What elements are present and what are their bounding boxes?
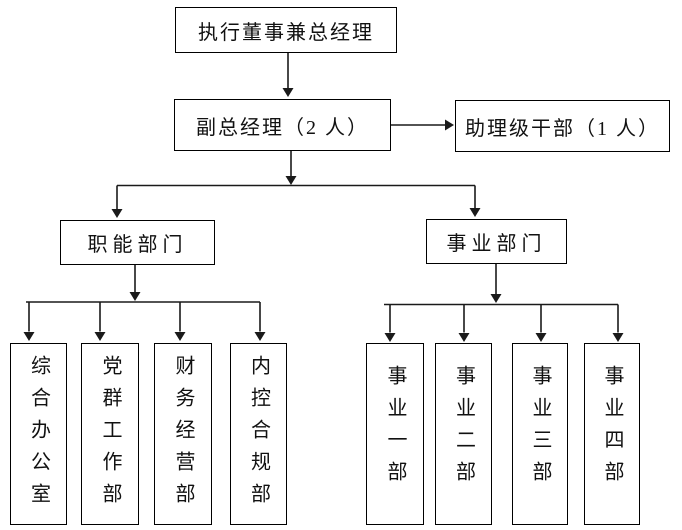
node-executive-director-gm-label: 执行董事兼总经理 <box>198 21 374 44</box>
node-assistant-level-cadre-label: 助理级干部（1 人） <box>465 117 660 140</box>
node-business-division-2-label: 事业二部 <box>452 365 475 493</box>
node-business-division-1: 事业一部 <box>366 343 424 525</box>
node-general-office-label: 综合办公室 <box>27 355 50 515</box>
node-party-mass-work-dept-label: 党群工作部 <box>99 355 121 515</box>
node-general-office: 综合办公室 <box>10 343 67 525</box>
node-executive-director-gm: 执行董事兼总经理 <box>175 7 397 53</box>
node-business-division-3-label: 事业三部 <box>529 365 551 493</box>
node-business-departments: 事业部门 <box>426 219 567 264</box>
node-assistant-level-cadre: 助理级干部（1 人） <box>455 100 670 152</box>
node-business-departments-label: 事业部门 <box>446 233 547 255</box>
node-internal-control-compliance-dept: 内控合规部 <box>230 343 287 525</box>
node-party-mass-work-dept: 党群工作部 <box>81 343 139 525</box>
node-business-division-4: 事业四部 <box>584 343 640 525</box>
node-functional-departments: 职能部门 <box>60 220 215 265</box>
node-finance-operations-dept: 财务经营部 <box>154 343 212 525</box>
node-business-division-1-label: 事业一部 <box>384 365 406 493</box>
node-business-division-2: 事业二部 <box>435 343 492 525</box>
node-business-division-3: 事业三部 <box>512 343 568 525</box>
node-deputy-general-manager: 副总经理（2 人） <box>174 99 391 151</box>
node-deputy-general-manager-label: 副总经理（2 人） <box>196 116 369 139</box>
node-business-division-4-label: 事业四部 <box>601 365 623 493</box>
node-internal-control-compliance-dept-label: 内控合规部 <box>247 355 270 515</box>
node-finance-operations-dept-label: 财务经营部 <box>172 355 194 515</box>
node-functional-departments-label: 职能部门 <box>87 234 188 256</box>
